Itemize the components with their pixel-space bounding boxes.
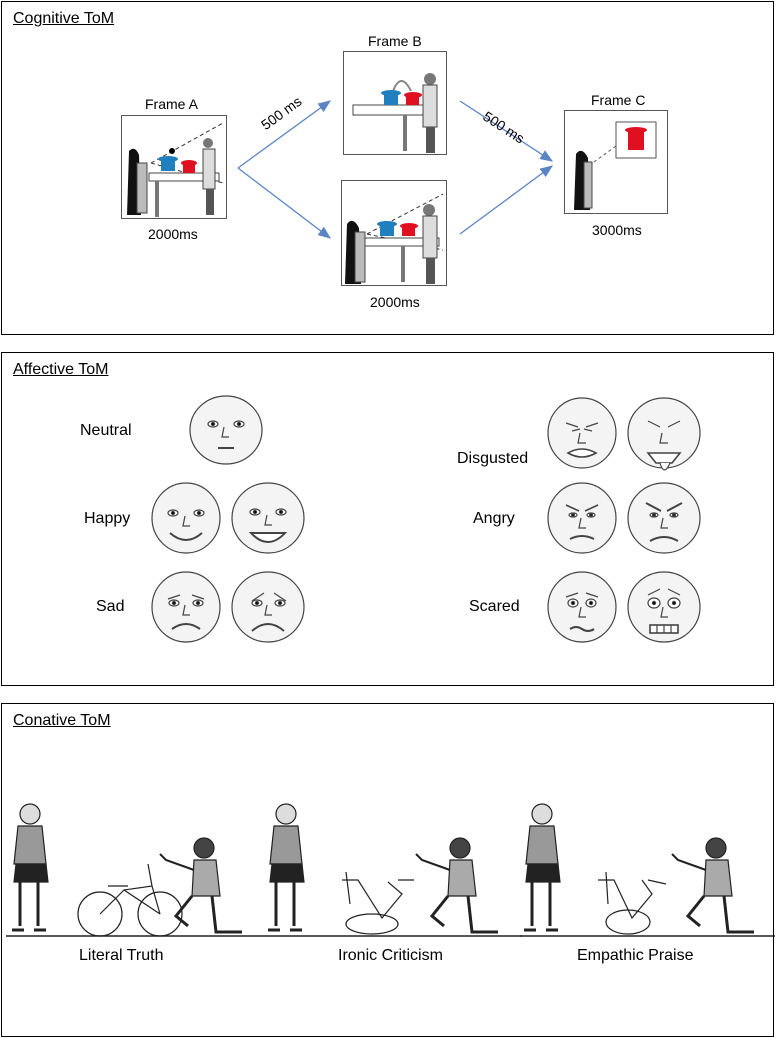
frame-b-lower-duration: 2000ms (370, 294, 420, 310)
frame-b-upper-image (343, 51, 447, 155)
frame-c-duration: 3000ms (592, 222, 642, 238)
frame-b-lower-image (341, 180, 447, 286)
face-scared-mild (547, 571, 617, 643)
face-disgusted-mild (547, 397, 617, 469)
scene-ironic-criticism (264, 803, 522, 937)
condition-ironic-criticism: Ironic Criticism (338, 947, 443, 964)
conative-scenes (6, 803, 775, 937)
frame-c-label: Frame C (591, 92, 646, 108)
scene-literal-truth (6, 803, 264, 937)
cognitive-tom-panel: Cognitive ToM Frame A 2000ms Frame B (1, 1, 774, 335)
face-neutral (189, 395, 263, 465)
emotion-label-disgusted: Disgusted (457, 450, 529, 467)
face-happy-strong (231, 482, 305, 554)
affective-tom-panel: Affective ToM Neutral Happy Sad Disguste… (1, 352, 774, 686)
conative-tom-panel: Conative ToM (1, 703, 775, 1037)
face-disgusted-strong (627, 397, 701, 471)
face-sad-mild (151, 571, 221, 643)
flow-arrows (237, 100, 554, 239)
frame-b-label: Frame B (368, 33, 422, 49)
condition-literal-truth: Literal Truth (79, 947, 164, 964)
face-scared-strong (627, 571, 701, 643)
arrow-b-lower-to-c (459, 165, 554, 235)
face-angry-strong (627, 482, 701, 554)
face-happy-mild (151, 482, 221, 554)
cognitive-tom-title: Cognitive ToM (13, 10, 115, 27)
frame-a-duration: 2000ms (148, 226, 198, 242)
affective-tom-title: Affective ToM (13, 361, 109, 378)
faces-layer (151, 395, 701, 643)
emotion-label-scared: Scared (469, 598, 520, 615)
arrow-b-upper-to-c (459, 100, 554, 162)
frame-a-image (121, 115, 227, 219)
conative-tom-title: Conative ToM (13, 712, 111, 729)
face-angry-mild (547, 482, 617, 554)
frame-c-image (564, 110, 668, 214)
arrow-a-to-b-upper (237, 100, 332, 169)
face-sad-strong (231, 571, 305, 643)
emotion-label-neutral: Neutral (80, 422, 132, 439)
emotion-label-angry: Angry (473, 510, 515, 527)
emotion-label-happy: Happy (84, 510, 131, 527)
frame-a-label: Frame A (145, 96, 198, 112)
arrow-a-to-b-lower (237, 167, 332, 239)
emotion-label-sad: Sad (96, 598, 125, 615)
scene-empathic-praise (520, 803, 775, 937)
condition-empathic-praise: Empathic Praise (577, 947, 694, 964)
